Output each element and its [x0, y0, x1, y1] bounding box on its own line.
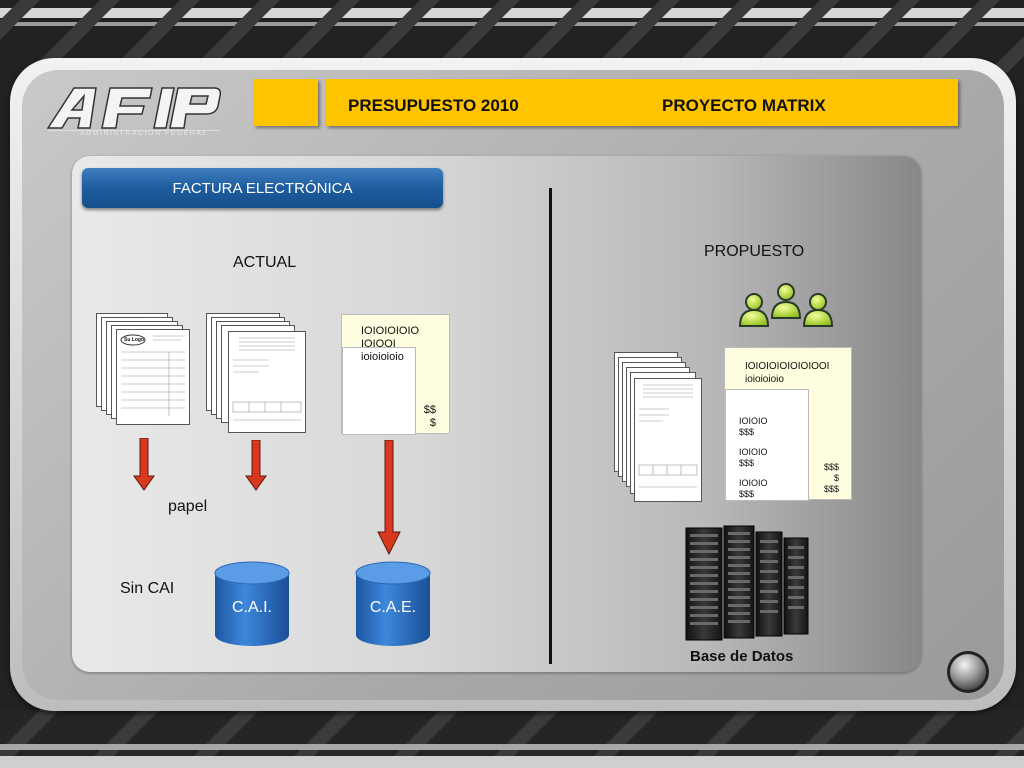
actual-label: ACTUAL — [233, 254, 297, 271]
electronic-invoice-actual: IOIOIOIOIO IOIOOI ioioioioio $$ $ — [341, 314, 450, 435]
invoice-line-code: IOIOIO — [739, 478, 768, 488]
paper-invoice-stack-propuesto — [614, 352, 706, 502]
arrow-down-icon — [245, 440, 267, 491]
afip-logo — [46, 87, 222, 131]
invoice-totals: $$$ $ $$$ — [823, 462, 839, 494]
database-cylinder-icon — [355, 561, 431, 646]
invoice-line-list: IOIOIO $$$ IOIOIO $$$ IOIOIO $$$ — [739, 416, 799, 500]
electronic-invoice-bits: IOIOIOIOIOIOIOOI ioioioioio — [745, 361, 830, 385]
paper-invoice-stack-2 — [206, 313, 306, 433]
factura-electronica-tab: FACTURA ELECTRÓNICA — [82, 168, 443, 208]
nav-button-icon[interactable] — [946, 650, 990, 694]
section-divider — [549, 188, 552, 664]
invoice-line-amount: $$$ — [739, 489, 755, 499]
cai-cylinder: C.A.I. — [214, 561, 290, 647]
cae-label: C.A.E. — [369, 599, 417, 616]
database-cylinder-icon — [214, 561, 290, 646]
arrow-down-icon — [133, 438, 155, 491]
electronic-invoice-bits: IOIOIOIOIO IOIOOI ioioioioio — [361, 325, 420, 363]
server-rack-icon — [685, 525, 809, 641]
sin-cai-label: Sin CAI — [120, 580, 175, 597]
paper-invoice-stack-1: Su Logo — [96, 313, 194, 425]
invoice-line-code: IOIOIO — [739, 447, 768, 457]
invoice-line-amount: $$$ — [739, 458, 755, 468]
cae-cylinder: C.A.E. — [355, 561, 431, 647]
invoice-line-amount: $$$ — [739, 427, 755, 437]
header-proyecto: PROYECTO MATRIX — [662, 96, 826, 115]
papel-label: papel — [168, 498, 208, 515]
base-de-datos-label: Base de Datos — [690, 648, 794, 665]
doc-logo-text: Su Logo — [124, 337, 144, 343]
header-accent-box — [254, 79, 318, 126]
header-bar — [326, 79, 958, 126]
electronic-invoice-amount: $$ $ — [423, 404, 436, 429]
logo-subtitle: ADMINISTRACION FEDERAL — [80, 130, 208, 137]
propuesto-label: PROPUESTO — [704, 243, 805, 260]
cai-label: C.A.I. — [231, 599, 272, 616]
invoice-line-code: IOIOIO — [739, 416, 768, 426]
header-presupuesto: PRESUPUESTO 2010 — [348, 96, 519, 115]
electronic-invoice-propuesto: IOIOIOIOIOIOIOOI ioioioioio IOIOIO $$$ I… — [724, 347, 852, 501]
users-icon — [738, 283, 834, 327]
arrow-down-icon — [377, 440, 401, 556]
